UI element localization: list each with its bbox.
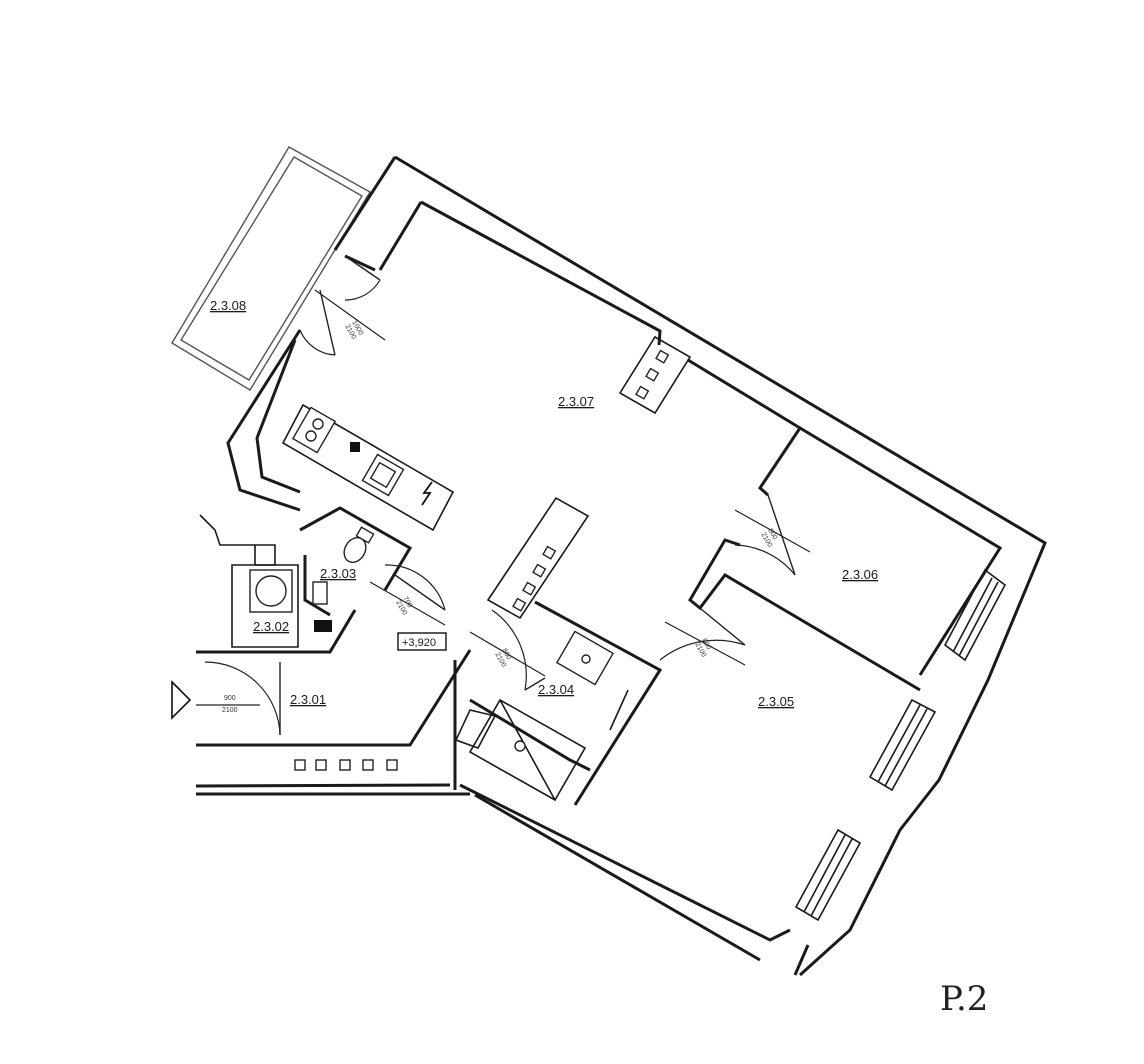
door-2-3-01 bbox=[196, 661, 281, 736]
washer-icon bbox=[249, 569, 293, 613]
door-2-3-04 bbox=[469, 609, 546, 691]
toilet-icon bbox=[343, 526, 375, 564]
room-label-2-3-06: 2.3.06 bbox=[842, 567, 878, 582]
room-label-2-3-02: 2.3.02 bbox=[253, 619, 289, 634]
door-2-3-03 bbox=[369, 564, 446, 626]
room-label-2-3-08: 2.3.08 bbox=[210, 298, 246, 313]
door-dim-2-3-06-width: 800 bbox=[766, 528, 778, 542]
bathroom-fixtures bbox=[454, 630, 629, 802]
ventilation-shafts bbox=[294, 349, 670, 771]
door-dim-2-3-04-width: 800 bbox=[500, 648, 512, 662]
door-dim-2-3-03-width: 700 bbox=[401, 596, 413, 610]
sink-icon bbox=[555, 630, 615, 686]
window-2-3-05-lower bbox=[794, 828, 862, 922]
room-label-2-3-01: 2.3.01 bbox=[290, 692, 326, 707]
entrance-arrow-icon bbox=[171, 680, 192, 720]
door-2-3-06 bbox=[734, 494, 811, 576]
boiler-icon bbox=[314, 620, 332, 632]
shower-icon bbox=[468, 698, 587, 802]
window-2-3-05-upper bbox=[868, 698, 937, 792]
fridge-icon bbox=[350, 442, 360, 452]
window-2-3-06 bbox=[943, 568, 1007, 662]
kitchen bbox=[291, 406, 433, 506]
room-label-2-3-07: 2.3.07 bbox=[558, 394, 594, 409]
level-mark-box bbox=[397, 632, 447, 651]
sink-icon bbox=[361, 453, 405, 497]
doors bbox=[196, 255, 811, 736]
door-balcony bbox=[299, 255, 386, 356]
room-label-2-3-05: 2.3.05 bbox=[758, 694, 794, 709]
page-mark: P.2 bbox=[940, 979, 988, 1019]
balcony-2-3-08 bbox=[171, 146, 371, 391]
exterior-walls bbox=[195, 155, 1047, 977]
door-2-3-05 bbox=[659, 599, 746, 666]
door-dim-2-3-01-height: 2100 bbox=[222, 707, 238, 714]
cooktop-icon bbox=[291, 406, 337, 454]
door-dim-2-3-05-width: 800 bbox=[700, 638, 712, 652]
room-label-2-3-04: 2.3.04 bbox=[538, 682, 574, 697]
windows bbox=[794, 568, 1007, 922]
room-label-2-3-03: 2.3.03 bbox=[320, 566, 356, 581]
wc-fixtures bbox=[312, 526, 375, 632]
interior-walls bbox=[196, 335, 921, 806]
level-mark: +3,920 bbox=[402, 637, 436, 649]
door-dim-2-3-01-width: 900 bbox=[224, 695, 236, 702]
electric-outlet-icon bbox=[421, 481, 433, 506]
